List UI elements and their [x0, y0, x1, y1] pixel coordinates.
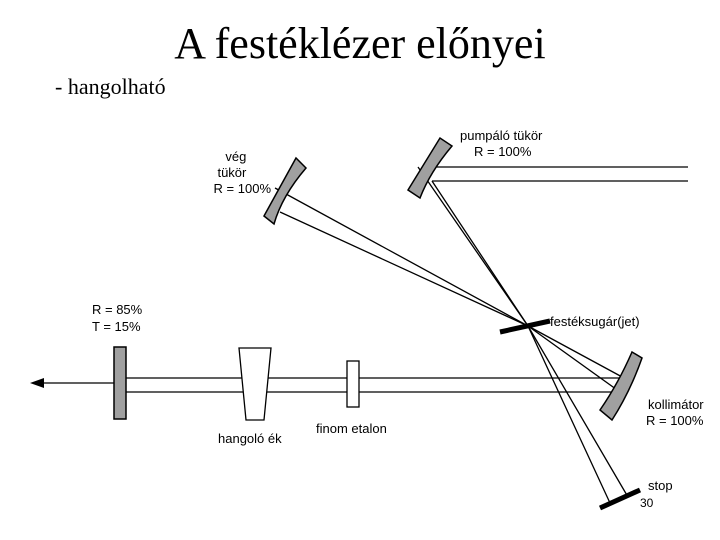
- tuning-wedge-label: hangoló ék: [218, 431, 282, 446]
- dye-jet: [499, 318, 551, 335]
- end-mirror-label: vég tükör R = 100%: [214, 149, 272, 196]
- collimator-label: kollimátor R = 100%: [646, 397, 707, 428]
- jet-to-stop-beam-a: [527, 325, 611, 504]
- slide-subtitle: - hangolható: [55, 74, 166, 99]
- dye-jet-label: festéksugár(jet): [550, 314, 640, 329]
- pump-mirror: [406, 136, 454, 200]
- page-number: 30: [640, 496, 654, 510]
- jet-to-collimator-beam-b: [527, 325, 621, 393]
- output-arrow-icon: [30, 378, 44, 388]
- fine-etalon: [346, 360, 360, 408]
- end-mirror-to-jet-beam-a: [274, 187, 529, 327]
- output-coupler-label: R = 85% T = 15%: [92, 302, 146, 334]
- jet-to-collimator-beam-a: [527, 325, 625, 379]
- end-mirror-to-jet-beam-b: [279, 211, 529, 327]
- pump-mirror-label: pumpáló tükör R = 100%: [460, 128, 546, 159]
- fine-etalon-label: finom etalon: [316, 421, 387, 436]
- tuning-wedge: [238, 347, 272, 421]
- jet-to-stop-beam-b: [527, 325, 629, 498]
- beam-stop: [598, 487, 642, 511]
- end-mirror: [263, 156, 308, 226]
- stop-label: stop: [648, 478, 673, 493]
- collimator-mirror: [598, 350, 643, 422]
- laser-beams: [30, 166, 688, 504]
- slide-title: A festéklézer előnyei: [174, 19, 546, 68]
- pump-to-jet-beam-b: [431, 180, 529, 327]
- output-coupler-mirror: [113, 346, 127, 420]
- pump-to-jet-beam-a: [417, 166, 529, 327]
